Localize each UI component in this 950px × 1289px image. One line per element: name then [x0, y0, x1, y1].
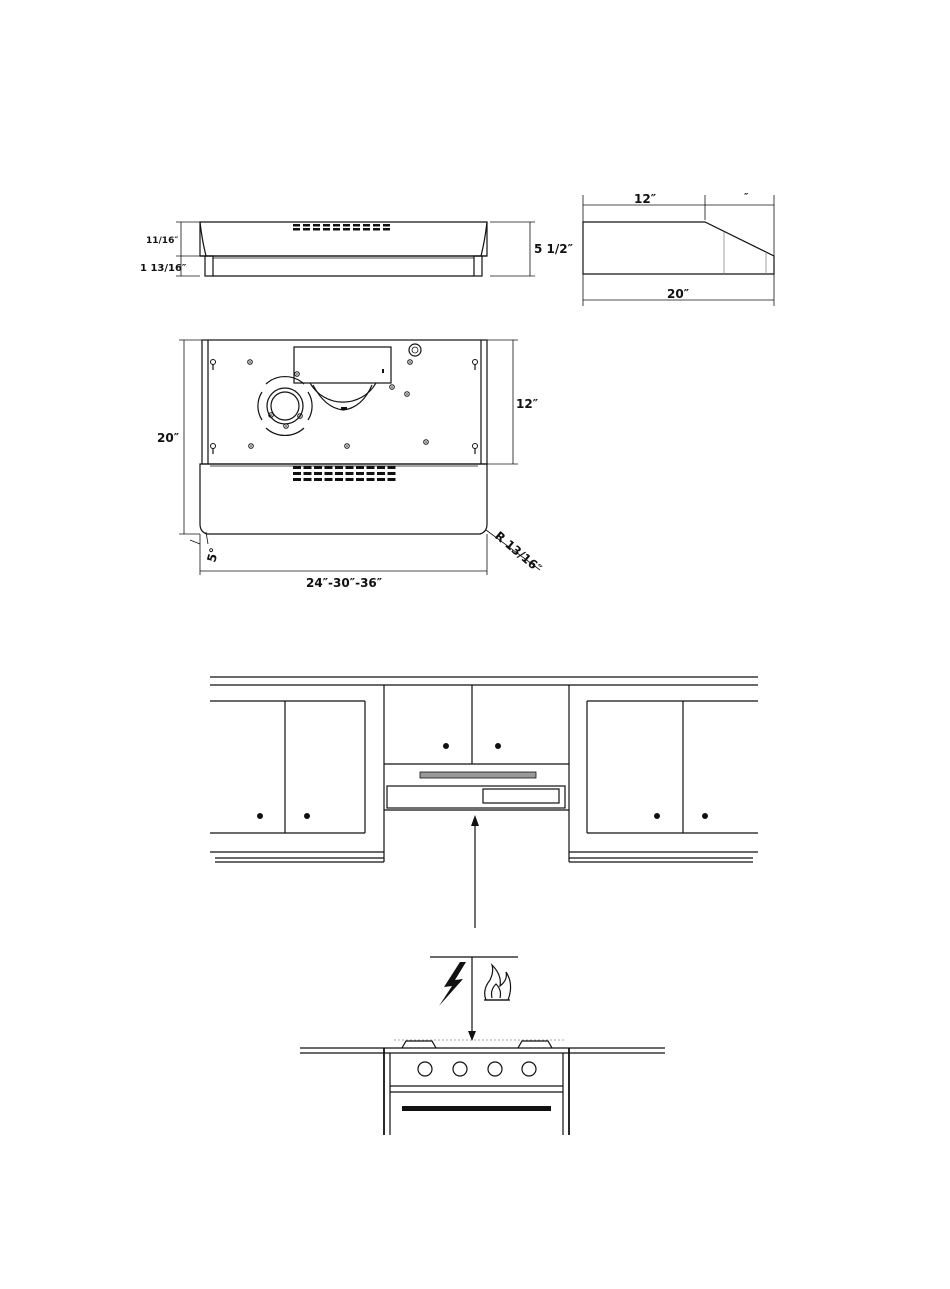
- kitchen-installation: [210, 677, 758, 1135]
- plan-angle-label: 5°: [204, 546, 221, 563]
- front-top-height-label: 11/16″: [146, 236, 178, 246]
- plan-widths-label: 24″-30″-36″: [306, 576, 383, 590]
- front-bottom-height-label: 1 13/16″: [140, 263, 187, 274]
- flame-icon: [484, 965, 511, 1000]
- plan-radius-label: R 13/16″: [492, 529, 545, 576]
- side-depth-top-label: 12″: [634, 192, 657, 206]
- front-view: 11/16″ 1 13/16″ 5 1/2″: [140, 222, 574, 276]
- front-total-height-label: 5 1/2″: [534, 242, 574, 256]
- plan-view: 20″ 12″ 5°: [157, 340, 545, 590]
- side-depth-total-label: 20″: [667, 287, 690, 301]
- plan-top-depth-label: 12″: [516, 397, 539, 411]
- plan-depth-label: 20″: [157, 431, 180, 445]
- side-view: 12″ ″ 20″: [583, 192, 774, 306]
- side-depth-extra-label: ″: [744, 192, 749, 203]
- lightning-bolt-icon: [439, 962, 466, 1006]
